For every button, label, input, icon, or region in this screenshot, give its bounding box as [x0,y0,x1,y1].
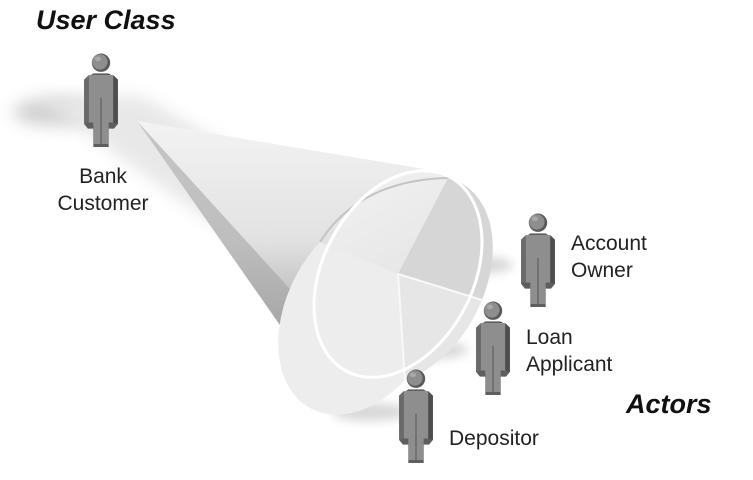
funnel-cone [137,121,493,415]
bank-customer-label-line1: Bank [79,165,127,188]
cone-body [137,121,430,385]
segment-loan-applicant [398,274,482,380]
segment-depositor [278,242,405,415]
actor-label-loan-applicant: Loan Applicant [526,324,612,378]
actor-label-depositor: Depositor [449,425,539,452]
person-figure-icon [476,301,510,395]
cone-rim [312,169,484,379]
actor-label-line2: Applicant [526,353,613,376]
actors-heading: Actors [626,389,712,419]
actor-label-line1: Loan [526,326,573,349]
segment-account-owner [398,178,493,300]
actor-label-account-owner: Account Owner [571,230,647,284]
actor-label-line2: Owner [571,259,633,282]
user-class-heading: User Class [36,5,176,35]
actor-label-line1: Account [571,232,647,255]
person-figure-icon [521,213,555,307]
actor-label-line1: Depositor [449,427,539,450]
segment-divider-2 [397,273,483,301]
person-figure-icon [399,369,433,463]
bank-customer-label-line2: Customer [57,192,149,215]
segment-divider-3 [397,273,406,381]
segment-divider [319,177,449,243]
bank-customer-label: Bank Customer [53,163,153,217]
cone-shade [137,121,322,385]
